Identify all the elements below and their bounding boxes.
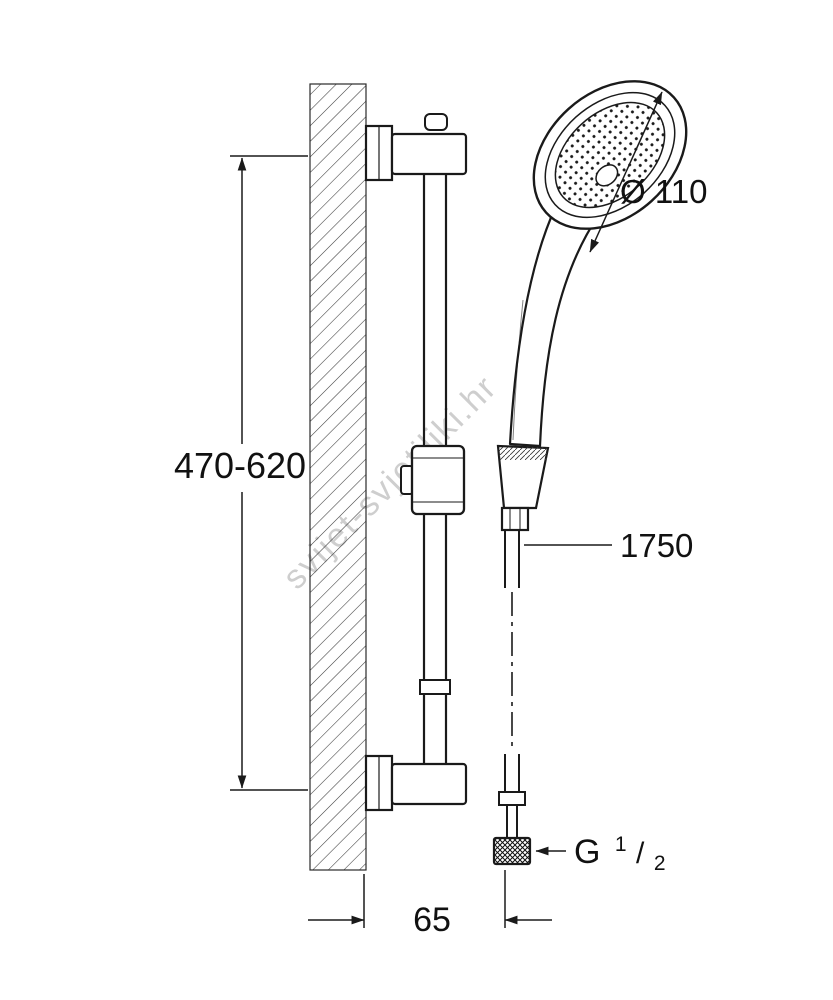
hose-length-label: 1750 [620,527,693,564]
thread-denominator: 2 [654,852,666,875]
thread-separator: / [636,837,645,870]
thread-knurled-nut [492,836,532,866]
wall-distance-label: 65 [413,901,451,939]
thread-label: G 1 / 2 [574,821,666,875]
slider-holder [400,444,550,532]
wall-section [309,83,367,871]
spray-face [554,101,666,209]
hose-connection-nut [500,506,530,532]
top-bracket-arm [390,132,468,176]
shower-hose [492,530,532,866]
diameter-line-upper [625,91,663,173]
handle-shade-line [512,299,524,441]
spray-center-cap [595,164,619,187]
diameter-line-lower [589,171,627,253]
rail-height-label: 470-620 [174,445,306,486]
handle-body [508,204,600,448]
hose-coupling-collar [498,791,526,806]
dimension-rail-height: 470-620 [174,155,308,791]
shower-rail [419,113,451,764]
head-diameter-label: Ø 110 [620,173,707,210]
wall-hatch [309,83,367,871]
thread-numerator: 1 [615,833,627,856]
top-bracket [364,124,468,182]
thread-prefix: G [574,833,600,871]
rail-top-cap [424,113,448,131]
dimension-head-diameter: Ø 110 [589,91,707,253]
dimension-hose-length: 1750 [524,527,693,564]
bottom-bracket [364,754,468,812]
dimension-wall-distance: 65 [308,870,552,939]
slider-clamp-body [410,444,466,516]
bottom-bracket-arm [390,762,468,806]
cone-knurl-band [499,447,547,460]
shower-head [532,80,688,230]
dimension-thread: G 1 / 2 [535,821,666,875]
rail-joint-collar [419,679,451,695]
hand-shower-handle [508,204,600,448]
